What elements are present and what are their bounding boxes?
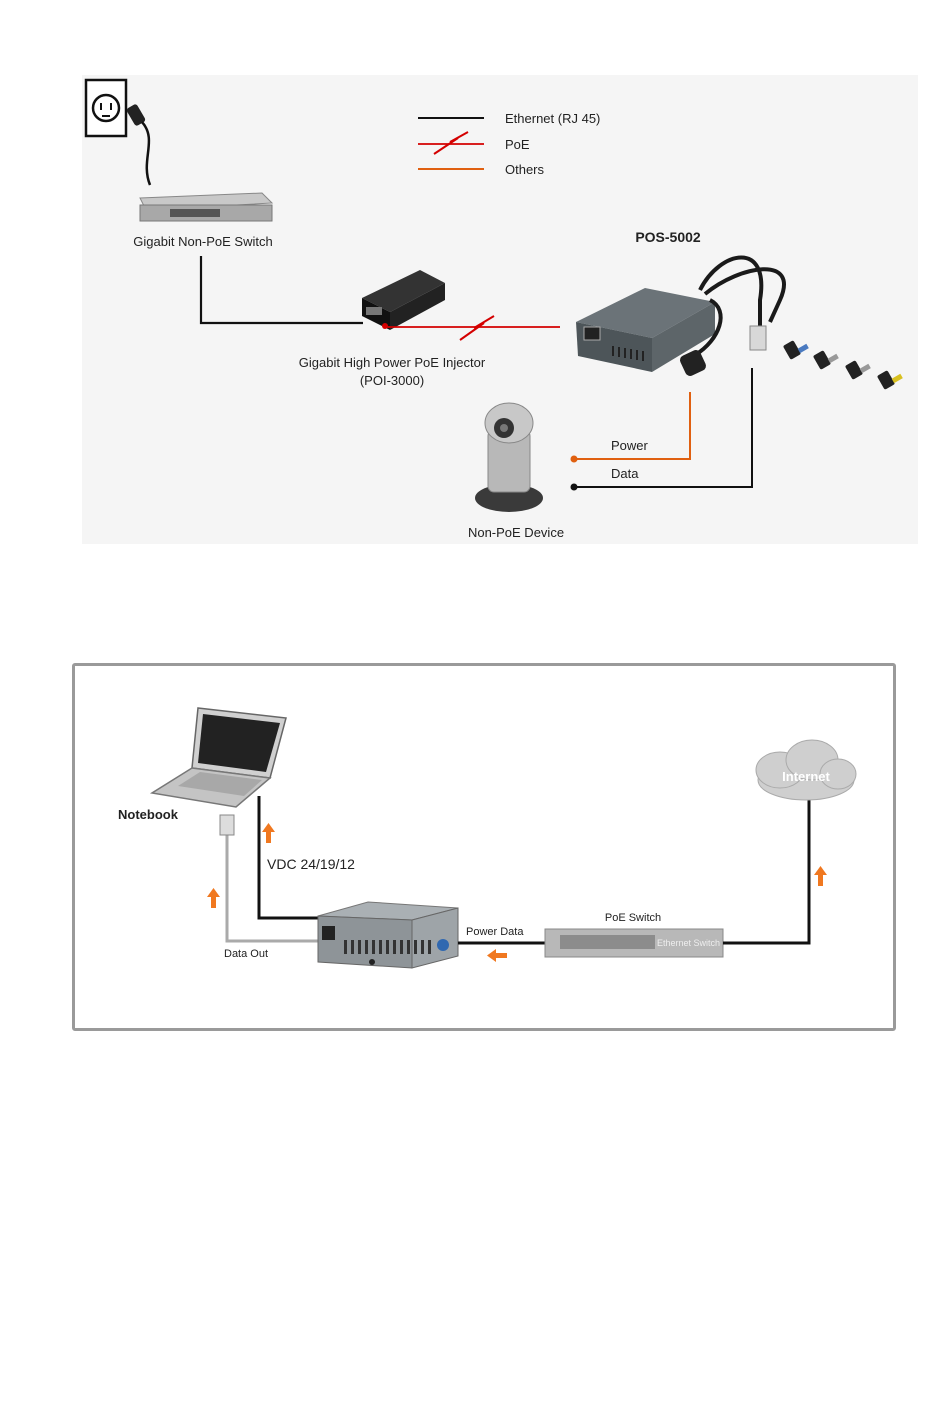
ethernet-cable-switch-injector (201, 256, 363, 323)
notebook-label: Notebook (118, 807, 178, 822)
poe-injector-icon (362, 270, 445, 330)
power-data-label: Power Data (466, 926, 523, 938)
legend-others-label: Others (505, 162, 544, 177)
wall-outlet-icon (86, 80, 126, 136)
legend-ethernet-label: Ethernet (RJ 45) (505, 111, 600, 126)
legend-poe-label: PoE (505, 137, 530, 152)
injector-label-line1: Gigabit High Power PoE Injector (299, 355, 485, 370)
diagram-poe-notebook (72, 663, 896, 1031)
legend (418, 118, 484, 169)
power-label: Power (611, 438, 648, 453)
rj45-connector-icon (750, 326, 766, 350)
data-line (573, 368, 752, 487)
product-title: POS-5002 (635, 229, 700, 245)
power-endpoint (571, 456, 578, 463)
switch-label: Gigabit Non-PoE Switch (133, 234, 272, 249)
ip-camera-icon (475, 403, 543, 512)
poe-switch-label: PoE Switch (605, 912, 661, 924)
dc-adapter-tips-icon (783, 340, 903, 390)
injector-label-line2: (POI-3000) (360, 373, 424, 388)
switch-face-label: Ethernet Switch (657, 938, 720, 948)
internet-label: Internet (782, 769, 830, 784)
data-out-label: Data Out (224, 948, 268, 960)
power-plug-icon (126, 103, 150, 185)
data-label: Data (611, 466, 638, 481)
gigabit-switch-icon (140, 193, 272, 221)
vdc-label: VDC 24/19/12 (267, 856, 355, 872)
legend-poe-bolt (434, 132, 468, 154)
device-label: Non-PoE Device (468, 525, 564, 540)
data-endpoint (571, 484, 578, 491)
poe-link (385, 316, 560, 340)
